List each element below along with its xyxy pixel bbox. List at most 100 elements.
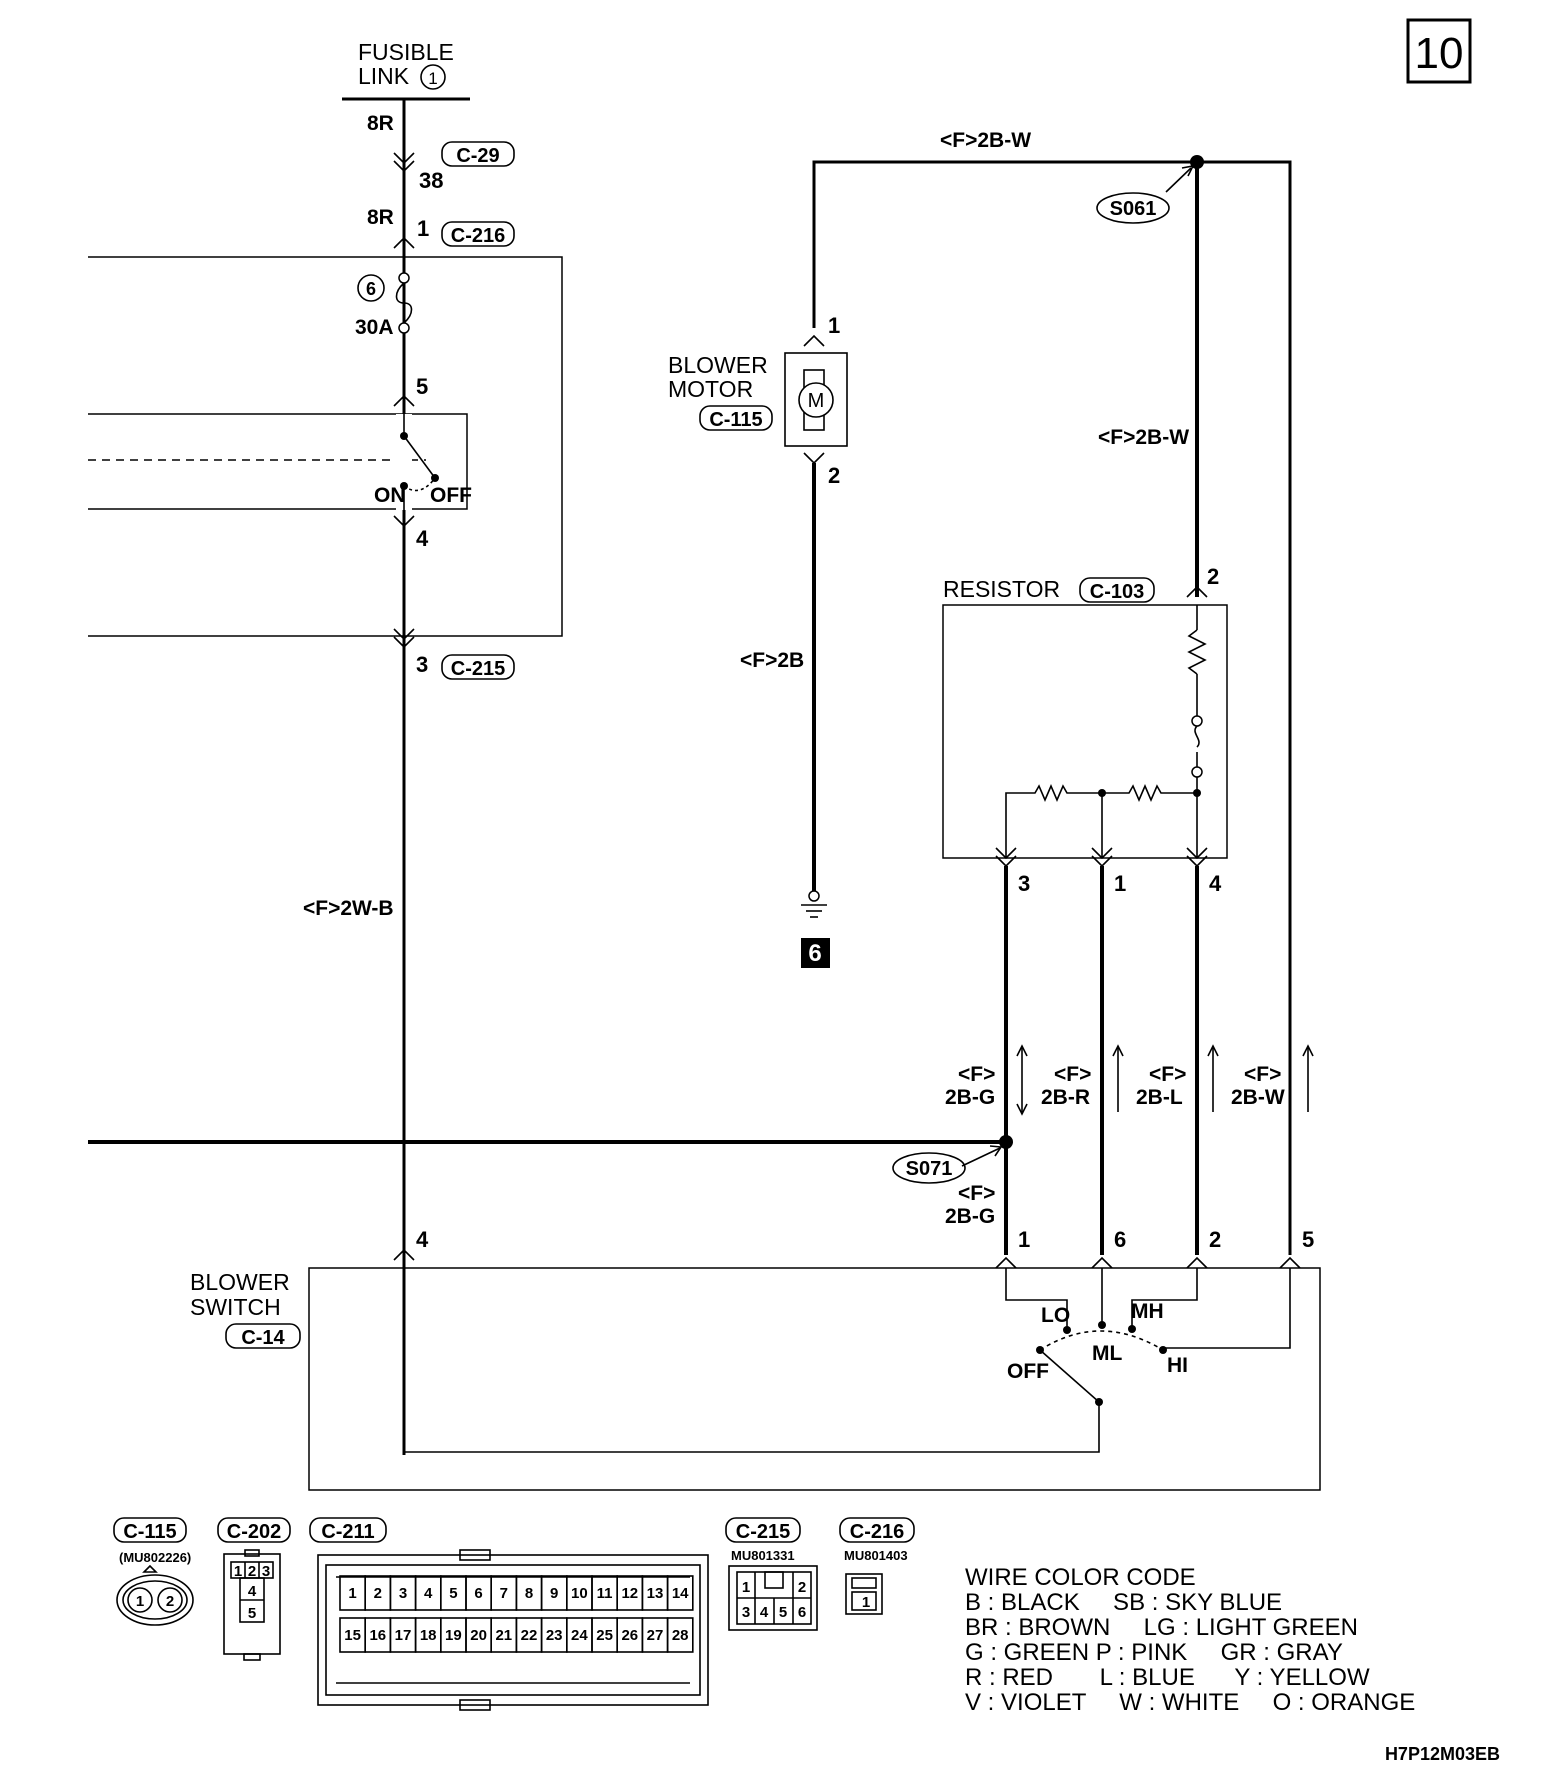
legend-line: G : GREEN P : PINK GR : GRAY: [965, 1639, 1343, 1666]
splice-s071-wire: S071 <F> 2B-G: [88, 1135, 1013, 1228]
ground-number: 6: [808, 940, 821, 967]
pin-sw-5: 5: [1302, 1227, 1314, 1252]
connector-view-c202: C-202 1 2 3 4 5: [217, 1517, 291, 1661]
pin-res-2: 2: [1207, 564, 1219, 589]
c211-pin-number: 12: [621, 1585, 638, 1602]
relay-on-label: ON: [374, 484, 406, 507]
current-arrows: [1016, 1044, 1314, 1116]
wire-v4-prefix: <F>: [1244, 1063, 1281, 1086]
pin-res-1: 1: [1114, 871, 1126, 896]
c211-pin-number: 2: [374, 1585, 382, 1602]
c211-pin-number: 21: [495, 1627, 512, 1644]
blower-switch-line1: BLOWER: [190, 1269, 290, 1295]
connector-c103: C-103: [1079, 577, 1155, 603]
connector-c14: C-14: [225, 1323, 301, 1349]
svg-text:C-216: C-216: [451, 225, 505, 247]
c211-pin-number: 6: [474, 1585, 482, 1602]
svg-text:3: 3: [742, 1604, 750, 1621]
blower-motor-line2: MOTOR: [668, 376, 753, 402]
blower-motor-line1: BLOWER: [668, 352, 768, 378]
wire-v3-prefix: <F>: [1149, 1063, 1186, 1086]
svg-text:S071: S071: [906, 1158, 953, 1180]
c211-pin-number: 20: [470, 1627, 487, 1644]
switch-pos-ml: ML: [1092, 1342, 1122, 1365]
connector-c29: C-29: [441, 141, 515, 167]
fusible-link: FUSIBLE LINK 1: [342, 39, 470, 101]
wire-v2: 2B-R: [1041, 1086, 1090, 1109]
svg-text:4: 4: [760, 1604, 769, 1621]
c211-pin-number: 5: [449, 1585, 457, 1602]
wire-2bw-right: <F>2B-W: [1098, 426, 1189, 449]
c211-pin-number: 4: [424, 1585, 433, 1602]
c211-pin-number: 24: [571, 1627, 588, 1644]
connector-c215: C-215: [441, 654, 515, 680]
wire-v3: 2B-L: [1136, 1086, 1183, 1109]
pin-res-4: 4: [1209, 871, 1222, 896]
c211-pin-number: 10: [571, 1585, 588, 1602]
pin-sw-6: 6: [1114, 1227, 1126, 1252]
blower-switch-line2: SWITCH: [190, 1294, 281, 1320]
connector-view-c215: C-215 MU801331 1 2 3 4 5 6: [725, 1517, 818, 1631]
c216-part: MU801403: [844, 1548, 908, 1563]
c211-pin-number: 19: [445, 1627, 462, 1644]
pin-sw-2: 2: [1209, 1227, 1221, 1252]
connector-c115: C-115: [699, 405, 773, 431]
resistor-block: RESISTOR C-103 2 3 1 4: [942, 564, 1228, 896]
c211-pin-number: 3: [399, 1585, 407, 1602]
c211-pin-number: 26: [621, 1627, 638, 1644]
svg-text:2: 2: [166, 1593, 174, 1610]
wire-low: 2B-G: [945, 1205, 995, 1228]
wire-v2-prefix: <F>: [1054, 1063, 1091, 1086]
svg-text:3: 3: [262, 1563, 270, 1580]
relay-off-label: OFF: [430, 484, 472, 507]
c211-pin-number: 15: [344, 1627, 361, 1644]
motor-symbol: M: [808, 390, 825, 412]
c211-pin-number: 28: [672, 1627, 689, 1644]
page-number: 10: [1415, 29, 1464, 78]
legend-title: WIRE COLOR CODE: [965, 1564, 1196, 1591]
pin-motor-2: 2: [828, 463, 840, 488]
legend-line: BR : BROWN LG : LIGHT GREEN: [965, 1614, 1358, 1641]
pin-sw-4: 4: [416, 1227, 429, 1252]
switch-pos-lo: LO: [1041, 1304, 1070, 1327]
svg-text:4: 4: [248, 1583, 257, 1600]
c211-pin-number: 1: [348, 1585, 356, 1602]
pin-motor-1: 1: [828, 313, 840, 338]
wire-2b-ground: <F>2B: [740, 649, 804, 672]
blower-motor: BLOWER MOTOR C-115 1 M 2 <F>2B 6: [668, 313, 848, 968]
c211-pin-number: 23: [546, 1627, 563, 1644]
splice-s071: S071: [892, 1152, 966, 1184]
legend-line: V : VIOLET W : WHITE O : ORANGE: [965, 1689, 1415, 1716]
svg-text:C-216: C-216: [850, 1521, 904, 1543]
svg-text:5: 5: [248, 1605, 256, 1622]
svg-text:1: 1: [742, 1579, 750, 1596]
svg-text:5: 5: [779, 1604, 787, 1621]
c211-pin-number: 16: [369, 1627, 386, 1644]
svg-text:C-202: C-202: [227, 1521, 281, 1543]
c211-pin-number: 27: [647, 1627, 664, 1644]
wire-8r-mid: 8R: [367, 206, 394, 229]
c211-pin-number: 18: [420, 1627, 437, 1644]
switch-pos-mh: MH: [1131, 1300, 1164, 1323]
svg-text:1: 1: [136, 1593, 144, 1610]
connector-view-c115: C-115 (MU802226) 1 2: [113, 1517, 194, 1626]
splice-s061: S061: [1096, 192, 1170, 224]
wire-v1-prefix: <F>: [958, 1063, 995, 1086]
svg-text:C-103: C-103: [1090, 581, 1144, 603]
svg-text:C-115: C-115: [709, 409, 762, 431]
pin-relay-4: 4: [416, 526, 429, 551]
c211-pin-number: 9: [550, 1585, 558, 1602]
fusible-link-line2: LINK: [358, 63, 410, 89]
wire-low-prefix: <F>: [958, 1182, 995, 1205]
blower-switch: BLOWER SWITCH C-14 4 1 6 2 5 LO ML MH HI: [190, 1227, 1321, 1491]
pin-c215-3: 3: [416, 652, 428, 677]
svg-text:1: 1: [234, 1563, 242, 1580]
resistor-switch-wires: <F> 2B-G <F> 2B-R <F> 2B-L <F> 2B-W: [945, 590, 1314, 1255]
svg-text:S061: S061: [1110, 198, 1157, 220]
c211-pin-cell: [666, 1617, 694, 1653]
svg-text:C-211: C-211: [321, 1521, 374, 1543]
connector-view-c216: C-216 MU801403 1: [839, 1517, 915, 1615]
legend-line: R : RED L : BLUE Y : YELLOW: [965, 1664, 1370, 1691]
c211-pin-number: 11: [597, 1585, 613, 1602]
